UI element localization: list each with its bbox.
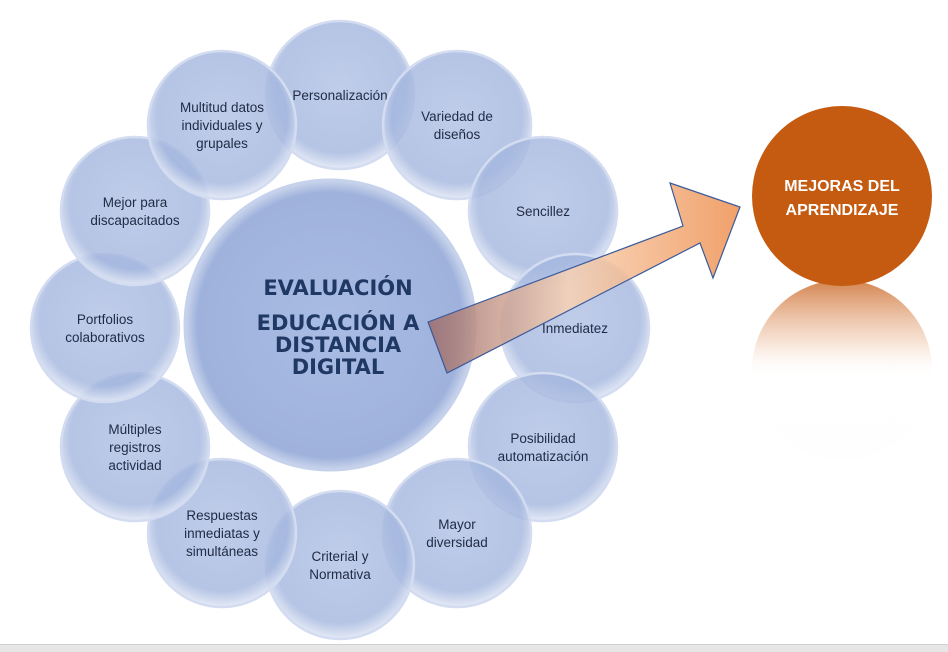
satellite-label: Normativa <box>309 567 371 582</box>
satellite-node: Múltiples registros actividad <box>59 371 211 523</box>
center-label: EVALUACIÓN EDUCACIÓN A DISTANCIA DIGITAL <box>257 275 420 379</box>
satellite-label: registros <box>109 440 161 455</box>
satellite-label: inmediatas y <box>184 526 260 541</box>
satellite-label: actividad <box>108 458 161 473</box>
satellite-label: Inmediatez <box>542 321 608 336</box>
satellite-circle <box>146 49 298 201</box>
satellite-label: Personalización <box>292 88 387 103</box>
outcome-circle <box>752 106 932 286</box>
satellite-node: Portfolios colaborativos <box>29 252 181 404</box>
satellite-label: diseños <box>434 127 481 142</box>
satellite-label: diversidad <box>426 535 488 550</box>
outcome-reflection <box>752 280 932 460</box>
satellite-label: discapacitados <box>90 213 180 228</box>
bottom-scrollbar <box>0 644 948 652</box>
satellite-label: colaborativos <box>65 330 145 345</box>
satellite-label: Mayor <box>438 517 476 532</box>
satellite-node: Mayor diversidad <box>381 457 533 609</box>
satellite-label: Respuestas <box>186 508 258 523</box>
arrow-shape <box>427 182 741 374</box>
satellite-label: Portfolios <box>77 312 134 327</box>
satellite-label: grupales <box>196 136 248 151</box>
satellite-label: automatización <box>498 449 589 464</box>
satellite-label: Múltiples <box>108 422 162 437</box>
satellite-label: Mejor para <box>103 195 168 210</box>
satellite-node: Sencillez <box>467 135 619 287</box>
satellite-node: Multitud datos individuales y grupales <box>146 49 298 201</box>
outcome-line: MEJORAS DEL <box>784 178 900 195</box>
center-line: EDUCACIÓN A <box>257 310 420 335</box>
satellite-label: Criterial y <box>311 549 368 564</box>
outcome-line: APRENDIZAJE <box>786 202 899 219</box>
satellite-label: simultáneas <box>186 544 258 559</box>
satellite-label: individuales y <box>181 118 262 133</box>
satellite-label: Sencillez <box>516 204 570 219</box>
center-line: DIGITAL <box>292 355 385 379</box>
satellite-label: Posibilidad <box>510 431 575 446</box>
satellite-label: Variedad de <box>421 109 493 124</box>
satellite-label: Multitud datos <box>180 100 264 115</box>
center-line: DISTANCIA <box>275 333 402 357</box>
center-line: EVALUACIÓN <box>263 275 412 300</box>
